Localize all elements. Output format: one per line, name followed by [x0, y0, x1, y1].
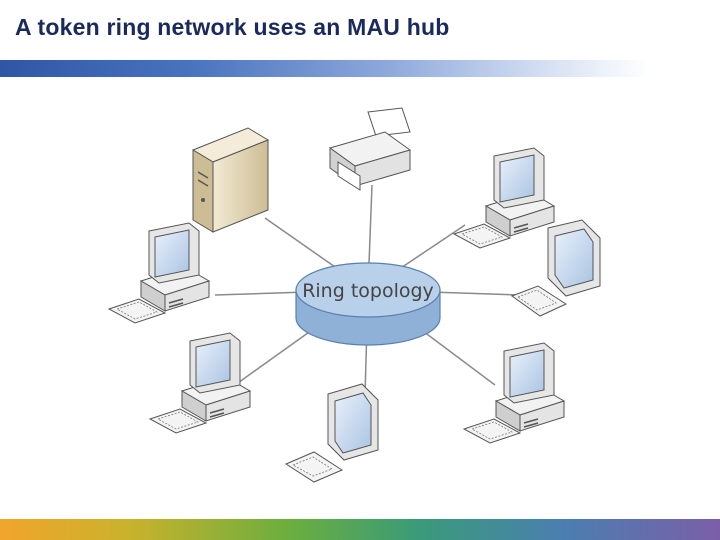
slide-title: A token ring network uses an MAU hub [15, 14, 450, 40]
workstation-bottom-left [149, 332, 251, 434]
ring-topology-hub: Ring topology [295, 262, 441, 346]
workstation-bottom-right [463, 342, 565, 444]
title-underline-bar [0, 60, 650, 77]
monitor-right-icon [510, 219, 601, 317]
footer-color-bar [0, 519, 720, 540]
network-diagram: Ring topology [108, 107, 601, 483]
server-tower-icon [191, 127, 270, 233]
printer-icon [328, 107, 412, 191]
workstation-top-right [453, 147, 555, 249]
workstation-left [108, 222, 210, 324]
hub-label: Ring topology [302, 280, 434, 302]
monitor-bottom-icon [284, 383, 379, 483]
